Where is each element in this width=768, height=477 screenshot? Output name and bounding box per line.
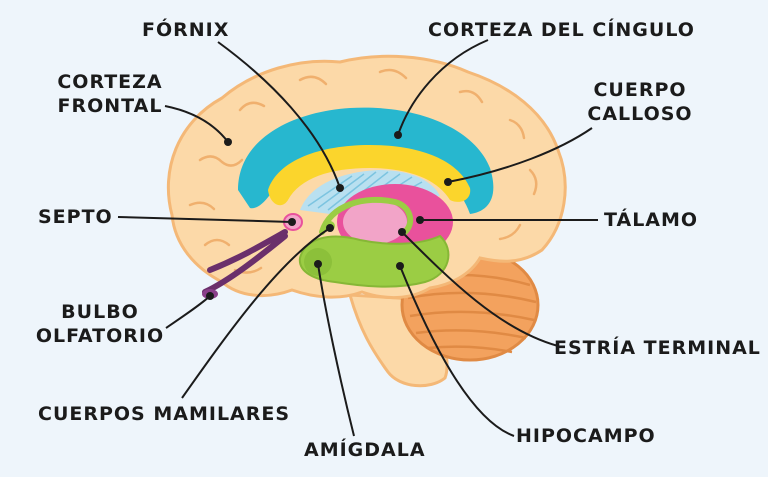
label-cuerpo-calloso-line2: CALLOSO [587, 103, 693, 125]
leader-hipocampo [399, 265, 515, 437]
olfactory-bulb-shape [202, 229, 288, 295]
label-bulbo-olfatorio: BULBO OLFATORIO [34, 300, 166, 348]
leader-corteza-frontal [164, 105, 229, 143]
cingulate-cortex [238, 107, 494, 214]
leader-estria-terminal [401, 231, 559, 347]
label-cuerpos-mamilares: CUERPOS MAMILARES [38, 403, 291, 425]
label-cuerpo-calloso-line1: CUERPO [593, 79, 687, 101]
leader-lines [117, 39, 598, 437]
label-corteza-frontal: CORTEZA FRONTAL [50, 70, 170, 118]
leader-corteza-cingulo [397, 39, 489, 136]
label-talamo: TÁLAMO [604, 209, 699, 231]
stria-terminalis-arc [319, 196, 414, 235]
leader-cuerpos-mamilares [181, 227, 331, 399]
label-corteza-frontal-line1: CORTEZA [57, 71, 163, 93]
hippocampus [298, 234, 450, 288]
cortex-folds [188, 68, 538, 274]
label-corteza-frontal-line2: FRONTAL [57, 95, 163, 117]
leader-cuerpo-calloso [447, 127, 593, 183]
label-amigdala: AMÍGDALA [304, 439, 426, 461]
label-hipocampo: HIPOCAMPO [516, 425, 656, 447]
corpus-callosum [268, 145, 471, 206]
label-fornix: FÓRNIX [142, 19, 230, 41]
label-corteza-cingulo: CORTEZA DEL CÍNGULO [428, 19, 695, 41]
leader-fornix [217, 41, 341, 189]
leader-septo [117, 216, 293, 223]
leader-amigdala [317, 263, 355, 437]
thalamus-inner [343, 200, 407, 244]
leader-bulbo-olfatorio [165, 295, 211, 329]
label-estria-terminal: ESTRÍA TERMINAL [554, 337, 761, 359]
label-bulbo-olfatorio-line2: OLFATORIO [35, 325, 165, 347]
leader-dots [206, 131, 452, 300]
label-septo: SEPTO [38, 206, 113, 228]
label-bulbo-olfatorio-line1: BULBO [61, 301, 139, 323]
label-cuerpo-calloso: CUERPO CALLOSO [582, 78, 698, 126]
